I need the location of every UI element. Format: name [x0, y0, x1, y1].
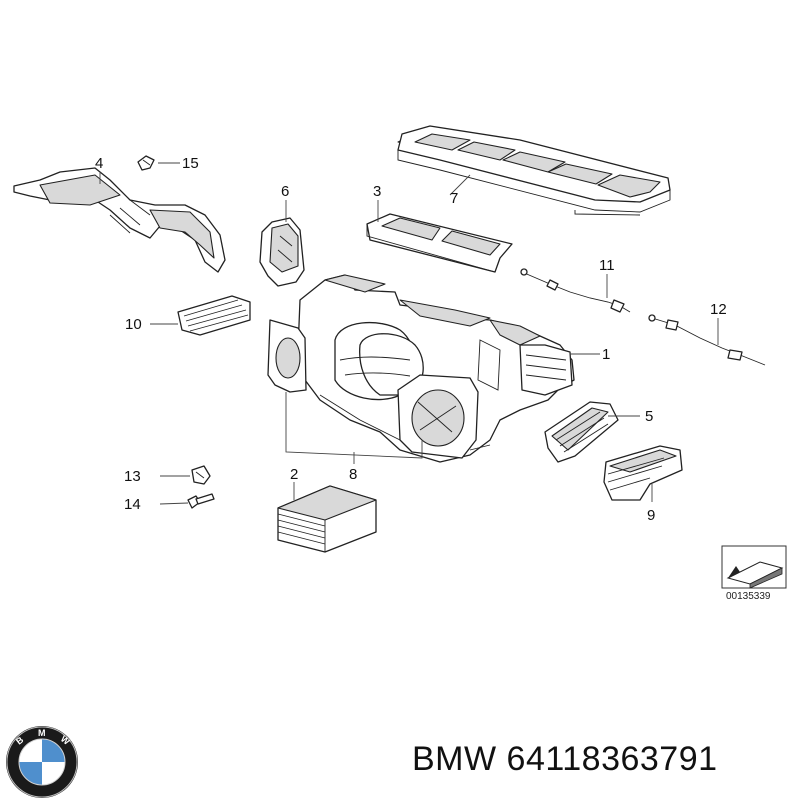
part-13-clip — [191, 465, 211, 485]
callout-8: 8 — [349, 466, 357, 483]
callout-5: 5 — [645, 408, 653, 425]
part-caption: BMW 64118363791 — [412, 740, 792, 779]
svg-text:B: B — [14, 734, 26, 746]
callout-11: 11 — [599, 257, 615, 274]
callout-2: 2 — [290, 466, 298, 483]
callout-9: 9 — [647, 507, 655, 524]
callout-15: 15 — [182, 155, 199, 172]
part-9-duct-sleeve — [603, 445, 683, 501]
part-2-filter-element — [277, 485, 377, 553]
caption-part-number: 64118363791 — [506, 740, 718, 778]
bmw-roundel-icon: B M W — [6, 726, 78, 798]
part-7-gasket-frames — [397, 125, 671, 216]
part-3-filter-frame — [366, 213, 513, 273]
part-8-side-port — [267, 319, 307, 393]
caption-brand: BMW — [412, 740, 497, 778]
callout-12: 12 — [710, 301, 727, 318]
part-14-screw — [187, 493, 215, 509]
part-6-flap-housing — [259, 217, 305, 287]
callout-3: 3 — [373, 183, 381, 200]
part-4-air-duct — [13, 167, 226, 273]
part-15-clip — [137, 155, 155, 171]
callout-13: 13 — [124, 468, 141, 485]
callout-6: 6 — [281, 183, 289, 200]
part-5-flap — [544, 401, 619, 463]
callout-10: 10 — [125, 316, 142, 333]
callout-4: 4 — [95, 155, 103, 172]
part-11-cable — [520, 268, 631, 313]
callout-14: 14 — [124, 496, 141, 513]
part-10-grille — [177, 295, 251, 336]
reference-number: 00135339 — [726, 591, 771, 602]
part-1-heater-housing — [297, 274, 575, 463]
part-8-front-port — [397, 374, 479, 459]
callout-7: 7 — [450, 190, 458, 207]
part-12-cable — [648, 314, 766, 366]
leader-lines — [99, 162, 719, 505]
svg-text:M: M — [38, 728, 46, 738]
callout-1: 1 — [602, 346, 610, 363]
reference-badge: 00135339 — [721, 545, 787, 602]
callout-labels: 4 15 6 3 7 11 12 1 5 9 10 13 14 2 8 — [95, 155, 727, 524]
